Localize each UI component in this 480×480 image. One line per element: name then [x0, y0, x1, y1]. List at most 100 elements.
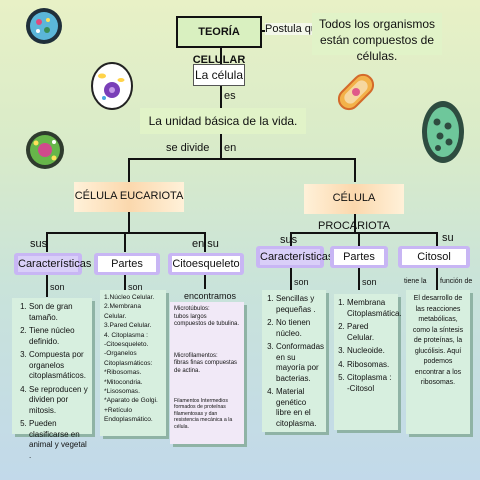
- pro-citosol-card: El desarrollo de las reacciones metabóli…: [406, 290, 470, 434]
- pro-partes-card: Membrana Citoplasmática. Pared Celular. Nu…: [334, 294, 402, 430]
- connector: [46, 232, 48, 252]
- es-label: es: [224, 90, 236, 102]
- connector: [354, 158, 356, 182]
- list-item: Son de gran tamaño.: [29, 302, 88, 323]
- pro-caracteristicas-list: Sencillas y pequeñas .No tienen núcleo.C…: [266, 294, 324, 429]
- la-celula-box: La célula: [193, 64, 245, 86]
- connector: [204, 232, 206, 252]
- pro-citosol-box: Citosol: [398, 246, 470, 268]
- list-item: Pueden clasificarse en animal y vegetal …: [29, 419, 88, 461]
- list-item: 4. Citoplasma :: [104, 331, 148, 339]
- list-item: 2.Membrana Celular.: [104, 303, 142, 320]
- list-item: Citoplasma : -Citosol: [347, 373, 394, 394]
- connector: [220, 134, 222, 158]
- list-item: Ribosomas.: [347, 360, 394, 371]
- citosol-text: El desarrollo de las reacciones metabóli…: [412, 295, 464, 386]
- tiene-la-label: tiene la: [404, 278, 427, 285]
- eu-caracteristicas-card: Son de gran tamaño. Tiene núcleo definido…: [12, 298, 92, 460]
- connector: [124, 232, 126, 252]
- eucariota-title: CÉLULA EUCARIOTA: [74, 182, 184, 212]
- filamentos-title: Filamentos Intermedios: [174, 397, 228, 404]
- virus-cell-icon: [422, 101, 464, 163]
- eu-partes-box: Partes: [94, 253, 160, 275]
- pro-partes-list: Membrana Citoplasmática. Pared Celular. Nu…: [338, 298, 402, 394]
- animal-cell-icon: [91, 62, 133, 110]
- eu-citoesqueleto-box: Citoesqueleto: [168, 253, 244, 275]
- connector: [354, 214, 356, 232]
- connector: [46, 232, 206, 234]
- sus-label: sus: [280, 234, 298, 246]
- eu-partes-list: 1.Núcleo Celular. 2.Membrana Celular. 3.Pa…: [104, 293, 162, 425]
- list-item: *Lisosomas.: [104, 388, 140, 396]
- list-item: Nucleoide.: [347, 346, 394, 357]
- en-label: en: [224, 142, 237, 154]
- connector: [128, 158, 130, 182]
- microfilamentos-text: fibras finas compuestas de actina.: [174, 360, 238, 374]
- eu-caracteristicas-label: Características: [18, 256, 92, 272]
- connector: [436, 268, 438, 290]
- la-celula-text: La célula: [194, 68, 244, 82]
- list-item: *Ribosomas.: [104, 369, 142, 377]
- definition-box: La unidad básica de la vida.: [140, 108, 306, 134]
- list-item: Endoplasmático.: [104, 416, 153, 424]
- plant-cell-icon: [26, 131, 64, 169]
- son-label: son: [362, 277, 377, 287]
- list-item: Se reproducen y dividen por mitosis.: [29, 385, 88, 417]
- postulate-text: Todos los organismos están compuestos de…: [318, 17, 436, 63]
- connector: [204, 275, 206, 289]
- microtubulos-title: Microtúbulos:: [174, 306, 210, 312]
- son-label: son: [50, 282, 65, 292]
- connector: [436, 232, 438, 246]
- connector: [128, 158, 356, 160]
- pro-citosol-label: Citosol: [402, 249, 466, 265]
- list-item: Citoplasmáticos:: [104, 359, 153, 367]
- pro-caracteristicas-label: Características: [260, 249, 334, 265]
- list-item: +Retículo: [104, 406, 133, 414]
- list-item: Material genético libre en el citoplasma…: [276, 387, 322, 429]
- microtubulos-text: tubos largos compuestos de tubulina.: [174, 313, 240, 328]
- connector: [46, 275, 48, 297]
- microfilamentos-title: Microfilamentos:: [174, 352, 218, 359]
- connector: [358, 232, 360, 246]
- list-item: 1.Núcleo Celular.: [104, 294, 155, 301]
- connector: [128, 212, 130, 232]
- capsule-bacteria-icon: [337, 73, 375, 111]
- eu-partes-card: 1.Núcleo Celular. 2.Membrana Celular. 3.Pa…: [100, 290, 166, 436]
- list-item: Conformadas en su mayoría por bacterias.: [276, 342, 324, 384]
- list-item: Tiene núcleo definido.: [29, 326, 88, 347]
- connector: [290, 232, 292, 246]
- list-item: -Citoesqueleto.: [104, 341, 149, 349]
- postulate-box: Todos los organismos están compuestos de…: [312, 13, 442, 63]
- eu-partes-label: Partes: [98, 256, 156, 272]
- list-item: Membrana Citoplasmática.: [347, 298, 402, 319]
- eu-caracteristicas-list: Son de gran tamaño. Tiene núcleo definido…: [16, 302, 88, 461]
- list-item: 3.Pared Celular.: [104, 322, 152, 330]
- pro-partes-box: Partes: [330, 246, 388, 268]
- se-divide-label: se divide: [166, 142, 210, 154]
- sus-label: sus: [30, 238, 48, 250]
- filamentos-text: formados de proteínas filamentosas y dan…: [174, 404, 233, 430]
- encontramos-label: encontramos: [184, 291, 237, 301]
- title-box: TEORÍA CELULAR: [176, 16, 262, 66]
- bacteria-icon: [26, 8, 62, 44]
- pro-caracteristicas-card: Sencillas y pequeñas .No tienen núcleo.C…: [262, 290, 326, 432]
- eu-citoesqueleto-label: Citoesqueleto: [172, 256, 240, 272]
- list-item: *Aparato de Golgi.: [104, 397, 158, 405]
- connector: [220, 86, 222, 108]
- list-item: Compuesta por organelos citoplasmáticos.: [29, 350, 88, 382]
- connector: [290, 268, 292, 290]
- son-label: son: [128, 282, 143, 292]
- eu-caracteristicas-box: Características: [14, 253, 92, 275]
- pro-caracteristicas-box: Características: [256, 246, 334, 268]
- postula-que-label: Postula que: [265, 23, 324, 35]
- list-item: -Organelos: [104, 350, 137, 358]
- connector: [124, 275, 126, 297]
- definition-text: La unidad básica de la vida.: [148, 114, 298, 128]
- eu-citoesqueleto-card: Microtúbulos: tubos largos compuestos de…: [170, 302, 244, 444]
- connector: [358, 268, 360, 290]
- funcion-de-label: función de: [440, 278, 473, 285]
- list-item: No tienen núcleo.: [276, 318, 322, 339]
- list-item: *Mitocondria.: [104, 378, 143, 386]
- pro-partes-label: Partes: [334, 249, 384, 265]
- list-item: Pared Celular.: [347, 322, 394, 343]
